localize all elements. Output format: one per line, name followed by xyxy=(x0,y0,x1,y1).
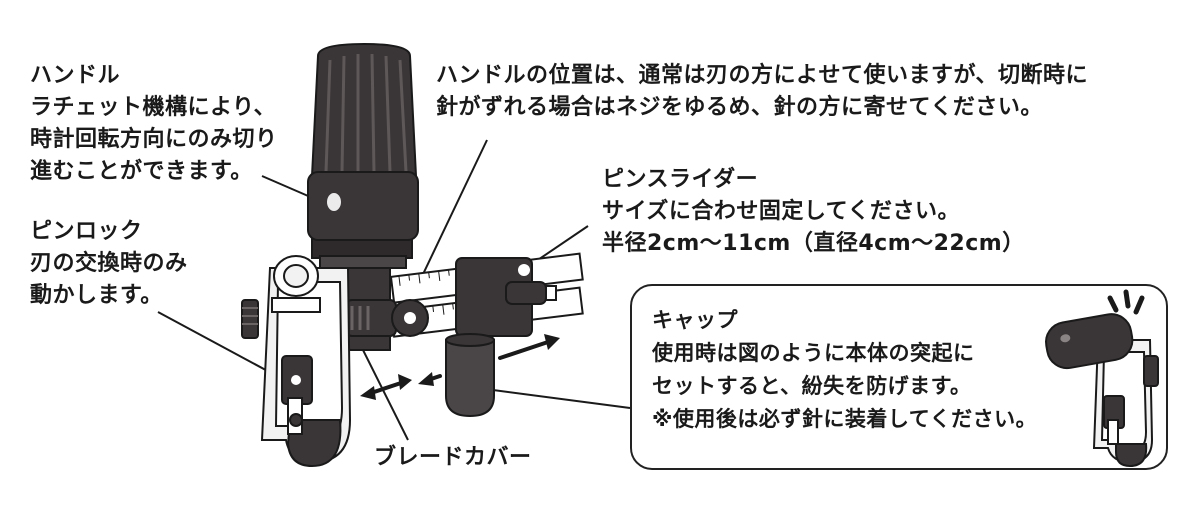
handle-position-line-1: ハンドルの位置は、通常は刃の方によせて使いますが、切断時に xyxy=(436,63,1089,88)
blade-cover-title: ブレードカバー xyxy=(374,445,532,470)
arrow-right-icon xyxy=(498,340,550,360)
handle-line-1: ラチェット機構により、 xyxy=(30,95,277,120)
handle-line-3: 進むことができます。 xyxy=(30,159,253,184)
cap-line-1: 使用時は図のように本体の突起に xyxy=(652,341,975,365)
movement-arrows xyxy=(360,334,560,400)
handle-label: ハンドル ラチェット機構により、 時計回転方向にのみ切り 進むことができます。 xyxy=(30,60,278,188)
handle-position-line-2: 針がずれる場合はネジをゆるめ、針の方に寄せてください。 xyxy=(436,95,1043,120)
pin-slider-label: ピンスライダー サイズに合わせ固定してください。 半径2cm～11cm（直径4c… xyxy=(602,164,1025,260)
pin-cap xyxy=(445,333,495,418)
pin-lock-knob xyxy=(271,255,321,313)
cap-illustration xyxy=(1045,289,1159,468)
handle-position-note: ハンドルの位置は、通常は刃の方によせて使いますが、切断時に 針がずれる場合はネジ… xyxy=(436,60,1088,124)
pin-lock-title: ピンロック xyxy=(30,219,143,244)
handle-line-2: 時計回転方向にのみ切り xyxy=(30,127,278,152)
clamp-screw xyxy=(345,299,429,337)
blade-cover-label: ブレードカバー xyxy=(374,442,532,474)
pin-lock-line-2: 動かします。 xyxy=(30,283,163,308)
cap-line-3: ※使用後は必ず針に装着してください。 xyxy=(652,407,1038,431)
pin-slider-title: ピンスライダー xyxy=(602,167,759,192)
cap-on-body xyxy=(1045,313,1134,370)
pin-slider-line-1: サイズに合わせ固定してください。 xyxy=(602,199,961,224)
leader-line-cap xyxy=(477,387,631,409)
handle-title: ハンドル xyxy=(30,63,121,88)
pin-slider-line-2: 半径2cm～11cm（直径4cm～22cm） xyxy=(602,231,1025,256)
cap-panel xyxy=(630,284,1168,470)
handle-knob xyxy=(307,42,419,241)
pin-lock-line-1: 刃の交換時のみ xyxy=(30,251,188,276)
cap-title: キャップ xyxy=(652,308,738,332)
pin-slider-block xyxy=(455,257,557,337)
attention-marks-icon xyxy=(1107,289,1145,315)
blade-holder xyxy=(241,267,352,468)
cap-label: キャップ 使用時は図のように本体の突起に セットすると、紛失を防げます。 ※使用… xyxy=(652,304,1037,436)
cap-line-2: セットすると、紛失を防げます。 xyxy=(652,374,972,398)
pin-lock-label: ピンロック 刃の交換時のみ 動かします。 xyxy=(30,216,188,312)
